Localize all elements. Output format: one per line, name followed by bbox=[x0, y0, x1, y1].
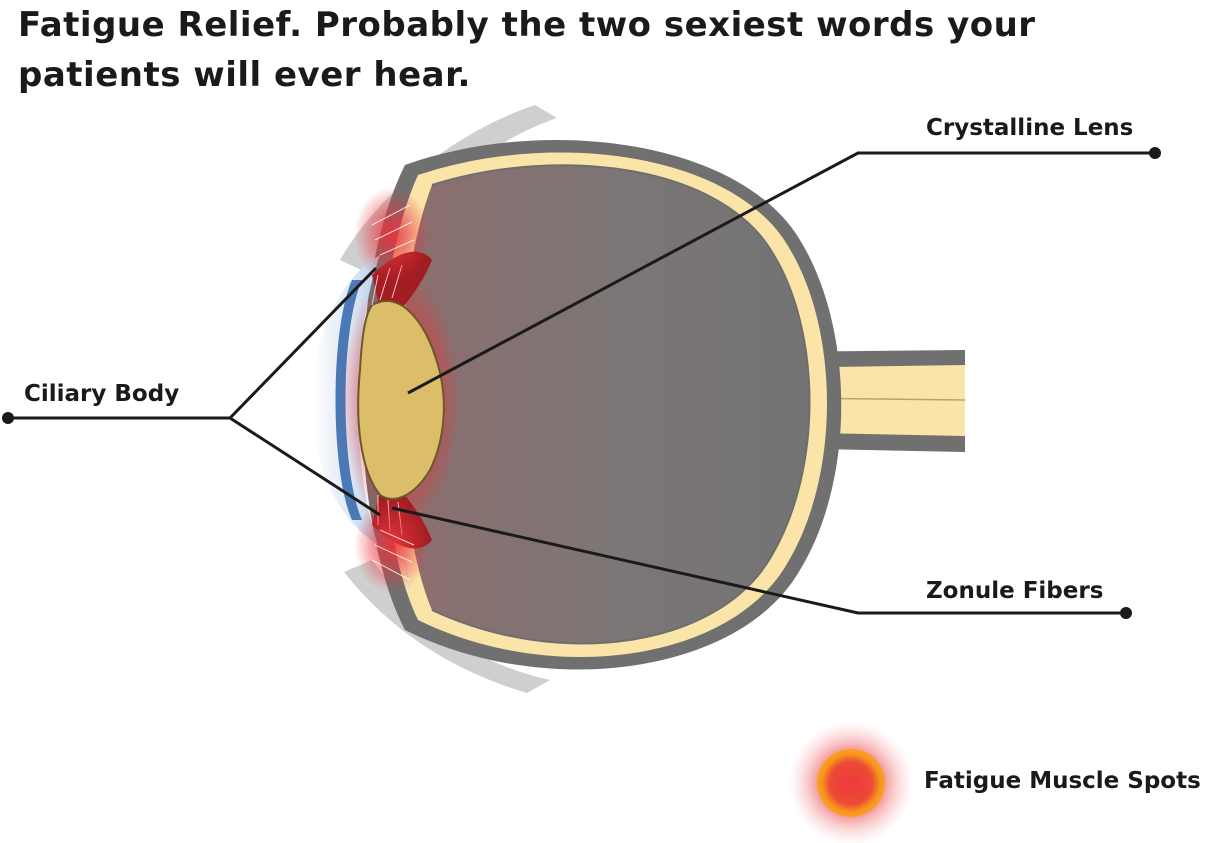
headline-line-2: patients will ever hear. bbox=[18, 55, 471, 95]
headline: Fatigue Relief. Probably the two sexiest… bbox=[18, 0, 1198, 100]
iris bbox=[335, 280, 362, 520]
legend-fatigue-muscle-spots: Fatigue Muscle Spots bbox=[924, 768, 1201, 794]
vitreous-body bbox=[400, 165, 810, 644]
headline-line-1: Fatigue Relief. Probably the two sexiest… bbox=[18, 5, 1036, 45]
fatigue-spot-lower bbox=[354, 497, 430, 593]
label-crystalline-lens: Crystalline Lens bbox=[926, 115, 1134, 141]
zonule-leader-line bbox=[391, 506, 1126, 615]
fatigue-spot-upper bbox=[354, 187, 430, 283]
label-zonule-fibers: Zonule Fibers bbox=[926, 578, 1104, 604]
label-ciliary-body: Ciliary Body bbox=[24, 381, 180, 407]
lens-leader-line bbox=[407, 151, 1155, 395]
ciliary-leader-line-lower bbox=[229, 416, 381, 517]
legend-marker-icon bbox=[817, 749, 885, 817]
crystalline-lens bbox=[357, 300, 445, 500]
